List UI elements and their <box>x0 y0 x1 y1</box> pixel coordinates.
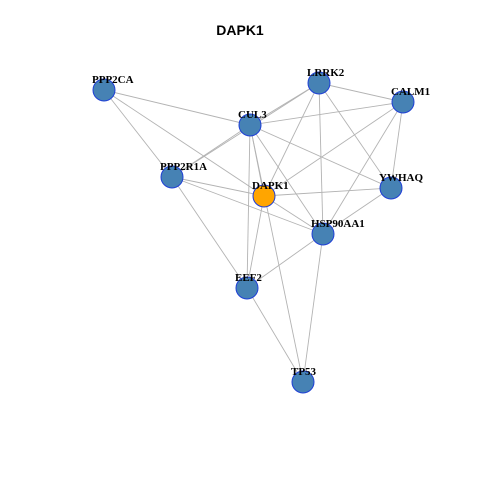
figure-title: DAPK1 <box>216 22 264 38</box>
node-label-hsp90aa1: HSP90AA1 <box>311 218 365 230</box>
edge-calm1-hsp90aa1 <box>322 101 404 235</box>
node-calm1: CALM1 <box>391 86 430 114</box>
node-circle-eef2 <box>235 276 259 300</box>
node-circle-cul3 <box>238 113 262 137</box>
node-label-calm1: CALM1 <box>391 86 430 98</box>
edge-calm1-ywhaq <box>390 101 404 189</box>
node-lrrk2: LRRK2 <box>307 67 345 95</box>
node-eef2: EEF2 <box>235 272 262 300</box>
node-label-eef2: EEF2 <box>235 272 262 284</box>
edge-cul3-eef2 <box>246 124 251 289</box>
edge-ppp2ca-dapk1 <box>103 89 265 197</box>
edge-layer <box>103 82 404 383</box>
node-label-lrrk2: LRRK2 <box>307 67 345 79</box>
edge-hsp90aa1-tp53 <box>302 233 324 383</box>
node-ppp2r1a: PPP2R1A <box>160 161 207 189</box>
edge-lrrk2-hsp90aa1 <box>318 82 324 235</box>
node-label-ppp2r1a: PPP2R1A <box>160 161 207 173</box>
node-label-dapk1: DAPK1 <box>252 180 289 192</box>
node-ywhaq: YWHAQ <box>379 172 423 200</box>
edge-cul3-tp53 <box>249 124 304 383</box>
node-ppp2ca: PPP2CA <box>92 74 134 102</box>
edge-ppp2ca-ppp2r1a <box>103 89 173 178</box>
edge-calm1-cul3 <box>249 101 404 126</box>
node-dapk1: DAPK1 <box>252 180 289 208</box>
node-circle-dapk1 <box>252 184 276 208</box>
edge-ppp2r1a-hsp90aa1 <box>171 176 324 235</box>
node-circle-ppp2r1a <box>160 165 184 189</box>
edge-cul3-ppp2r1a <box>171 124 251 178</box>
node-cul3: CUL3 <box>238 109 267 137</box>
node-tp53: TP53 <box>291 366 317 394</box>
edge-lrrk2-ywhaq <box>318 82 392 189</box>
node-circle-ppp2ca <box>92 78 116 102</box>
edge-dapk1-hsp90aa1 <box>263 195 324 235</box>
node-circle-lrrk2 <box>307 71 331 95</box>
edge-cul3-ywhaq <box>249 124 392 189</box>
node-label-ywhaq: YWHAQ <box>379 172 423 184</box>
edge-dapk1-ywhaq <box>263 187 392 197</box>
edge-ppp2r1a-dapk1 <box>171 176 265 197</box>
node-circle-ywhaq <box>379 176 403 200</box>
edge-ppp2r1a-eef2 <box>171 176 248 289</box>
node-label-tp53: TP53 <box>291 366 317 378</box>
edge-hsp90aa1-eef2 <box>246 233 324 289</box>
edge-eef2-tp53 <box>246 287 304 383</box>
node-circle-tp53 <box>291 370 315 394</box>
node-label-cul3: CUL3 <box>238 109 267 121</box>
edge-ppp2ca-cul3 <box>103 89 251 126</box>
node-label-ppp2ca: PPP2CA <box>92 74 134 86</box>
node-hsp90aa1: HSP90AA1 <box>311 218 365 246</box>
edge-lrrk2-calm1 <box>318 82 404 103</box>
node-circle-hsp90aa1 <box>311 222 335 246</box>
node-circle-calm1 <box>391 90 415 114</box>
edge-ywhaq-hsp90aa1 <box>322 187 392 235</box>
edge-lrrk2-dapk1 <box>263 82 320 197</box>
edge-dapk1-eef2 <box>246 195 265 289</box>
edge-cul3-hsp90aa1 <box>249 124 324 235</box>
